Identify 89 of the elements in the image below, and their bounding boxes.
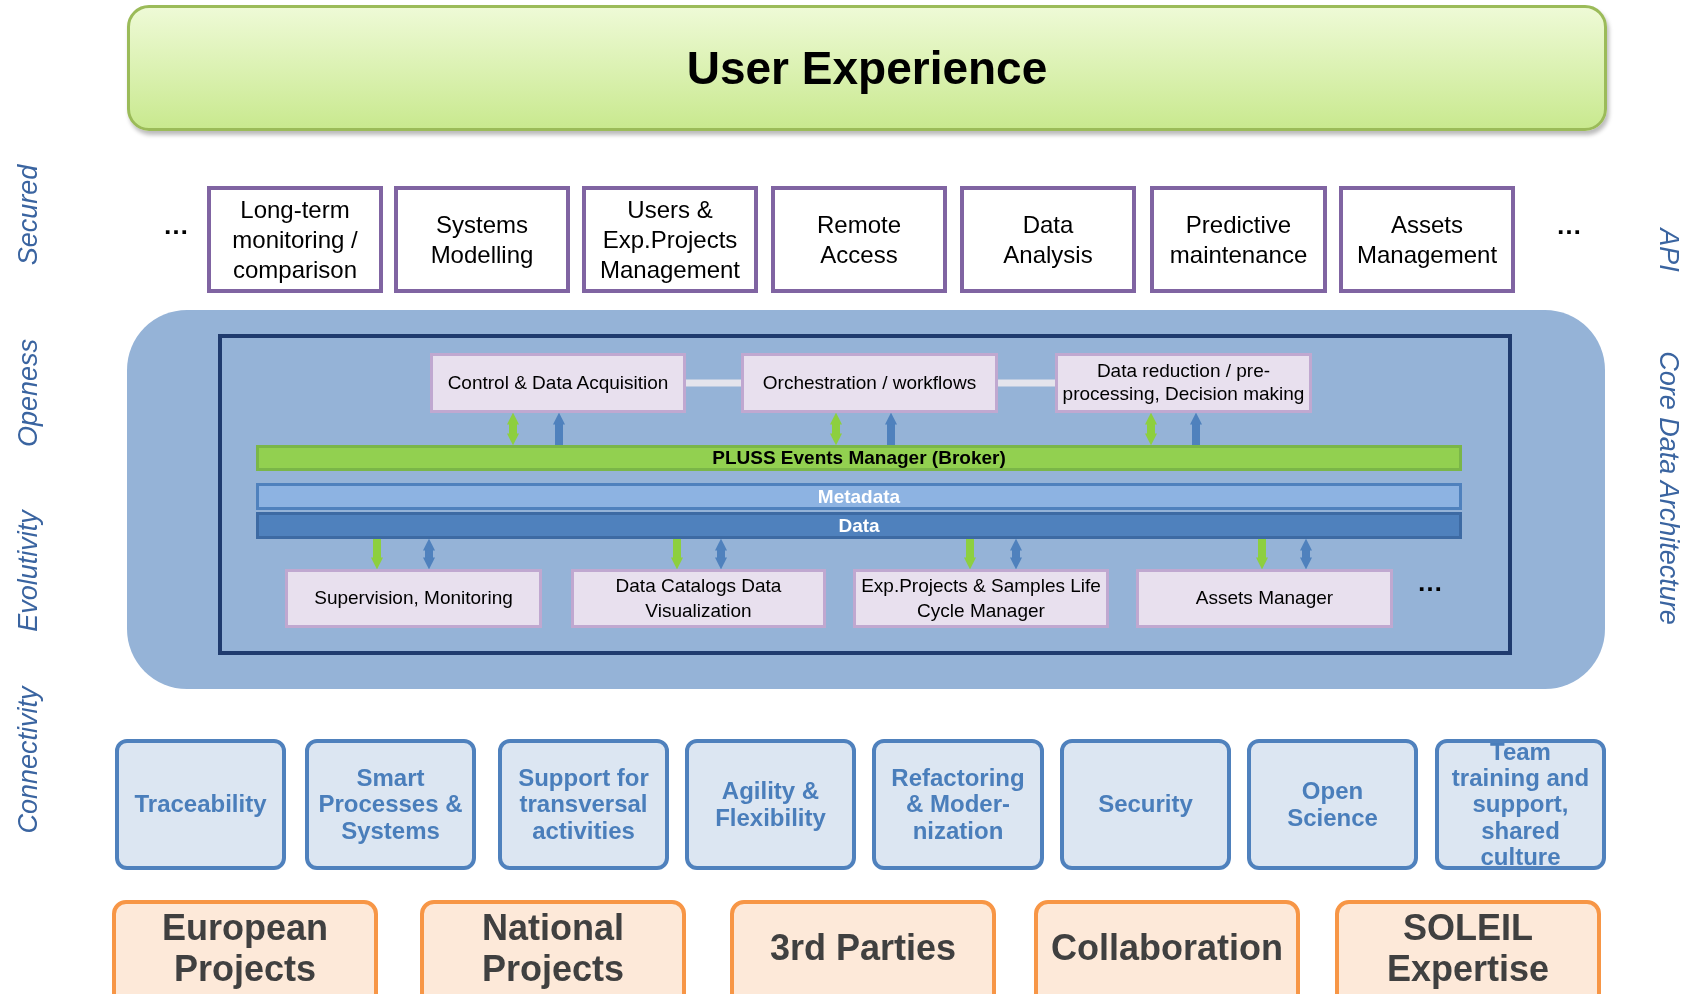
ellipsis: … bbox=[1417, 566, 1443, 598]
ellipsis: … bbox=[1556, 209, 1582, 241]
principle-label: Traceability bbox=[134, 791, 267, 818]
arrow bbox=[1256, 539, 1268, 570]
service-box bbox=[741, 353, 998, 413]
side-label: Openess bbox=[12, 338, 44, 448]
application-label: Predictive maintenance bbox=[1169, 209, 1308, 270]
broker-label: PLUSS Events Manager (Broker) bbox=[712, 447, 1006, 469]
side-label: Core Data Architecture bbox=[1652, 351, 1684, 625]
application-label: Assets Management bbox=[1356, 209, 1498, 270]
principle-label: Team training and support, shared culture bbox=[1450, 738, 1591, 871]
application-label: Remote Access bbox=[815, 209, 902, 270]
source-box bbox=[112, 900, 378, 994]
principle-label: Support for transversal activities bbox=[517, 764, 650, 845]
principle-box bbox=[685, 739, 856, 870]
data-bar bbox=[256, 512, 1462, 539]
application-label: Data Analysis bbox=[1002, 209, 1094, 270]
arrow bbox=[671, 539, 683, 570]
connector-line bbox=[998, 379, 1055, 387]
principle-box bbox=[498, 739, 669, 870]
service-box bbox=[853, 569, 1109, 628]
arrow bbox=[553, 412, 565, 445]
side-label: Evolutivity bbox=[12, 510, 44, 632]
source-box bbox=[420, 900, 686, 994]
principle-label: Security bbox=[1098, 791, 1193, 818]
arrow bbox=[1010, 538, 1022, 570]
metadata-label: Metadata bbox=[817, 485, 901, 508]
architecture-panel bbox=[127, 310, 1605, 689]
side-label: Connectivity bbox=[12, 686, 44, 834]
service-label: Orchestration / workflows bbox=[762, 370, 977, 395]
source-label: Collaboration bbox=[1051, 927, 1283, 969]
arrow bbox=[1145, 412, 1157, 446]
arrow bbox=[964, 539, 976, 570]
principle-label: Smart Processes & Systems bbox=[317, 764, 464, 845]
arrow bbox=[1190, 412, 1202, 445]
banner-title: User Experience bbox=[686, 41, 1048, 95]
service-box bbox=[430, 353, 686, 413]
principle-box bbox=[872, 739, 1044, 870]
application-box bbox=[582, 186, 758, 293]
application-box bbox=[394, 186, 570, 293]
principle-box bbox=[305, 739, 476, 870]
source-box bbox=[1034, 900, 1300, 994]
application-box bbox=[207, 186, 383, 293]
application-label: Users & Exp.Projects Management bbox=[599, 194, 741, 285]
source-label: European Projects bbox=[161, 906, 329, 990]
principle-box bbox=[1247, 739, 1418, 870]
application-box bbox=[771, 186, 947, 293]
banner bbox=[127, 5, 1607, 131]
data-label: Data bbox=[838, 514, 880, 537]
arrow bbox=[885, 412, 897, 445]
service-box bbox=[1136, 569, 1393, 628]
source-label: National Projects bbox=[480, 906, 626, 990]
service-box bbox=[571, 569, 826, 628]
arrow bbox=[423, 538, 435, 570]
principle-box bbox=[1435, 739, 1606, 870]
side-label: Secured bbox=[12, 164, 44, 266]
arrow bbox=[371, 539, 383, 570]
service-box bbox=[285, 569, 542, 628]
connector-line bbox=[686, 379, 741, 387]
ellipsis: … bbox=[163, 209, 189, 241]
application-label: Systems Modelling bbox=[429, 209, 535, 270]
service-label: Exp.Projects & Samples Life Cycle Manager bbox=[860, 573, 1102, 623]
principle-label: Refactoring & Moder-nization bbox=[890, 764, 1026, 845]
application-box bbox=[960, 186, 1136, 293]
service-label: Control & Data Acquisition bbox=[447, 370, 669, 395]
source-label: 3rd Parties bbox=[769, 927, 957, 969]
source-label: SOLEIL Expertise bbox=[1385, 906, 1551, 990]
service-label: Data reduction / pre-processing, Decision making bbox=[1061, 360, 1306, 406]
principle-label: Agility & Flexibility bbox=[714, 778, 827, 831]
source-box bbox=[1335, 900, 1601, 994]
principle-box bbox=[115, 739, 286, 870]
source-box bbox=[730, 900, 996, 994]
arrow bbox=[830, 412, 842, 446]
service-box bbox=[1055, 353, 1312, 413]
service-label: Data Catalogs Data Visualization bbox=[614, 573, 783, 623]
arrow bbox=[715, 538, 727, 570]
application-box bbox=[1150, 186, 1327, 293]
principle-label: Open Science bbox=[1286, 778, 1379, 831]
metadata-bar bbox=[256, 483, 1462, 510]
arrow bbox=[507, 412, 519, 446]
architecture-frame bbox=[218, 334, 1512, 655]
broker-bar bbox=[256, 445, 1462, 471]
principle-box bbox=[1060, 739, 1231, 870]
side-label: API bbox=[1652, 228, 1684, 272]
application-box bbox=[1339, 186, 1515, 293]
application-label: Long-term monitoring / comparison bbox=[231, 194, 359, 285]
arrow bbox=[1300, 538, 1312, 570]
service-label: Assets Manager bbox=[1195, 586, 1334, 611]
service-label: Supervision, Monitoring bbox=[314, 586, 513, 611]
